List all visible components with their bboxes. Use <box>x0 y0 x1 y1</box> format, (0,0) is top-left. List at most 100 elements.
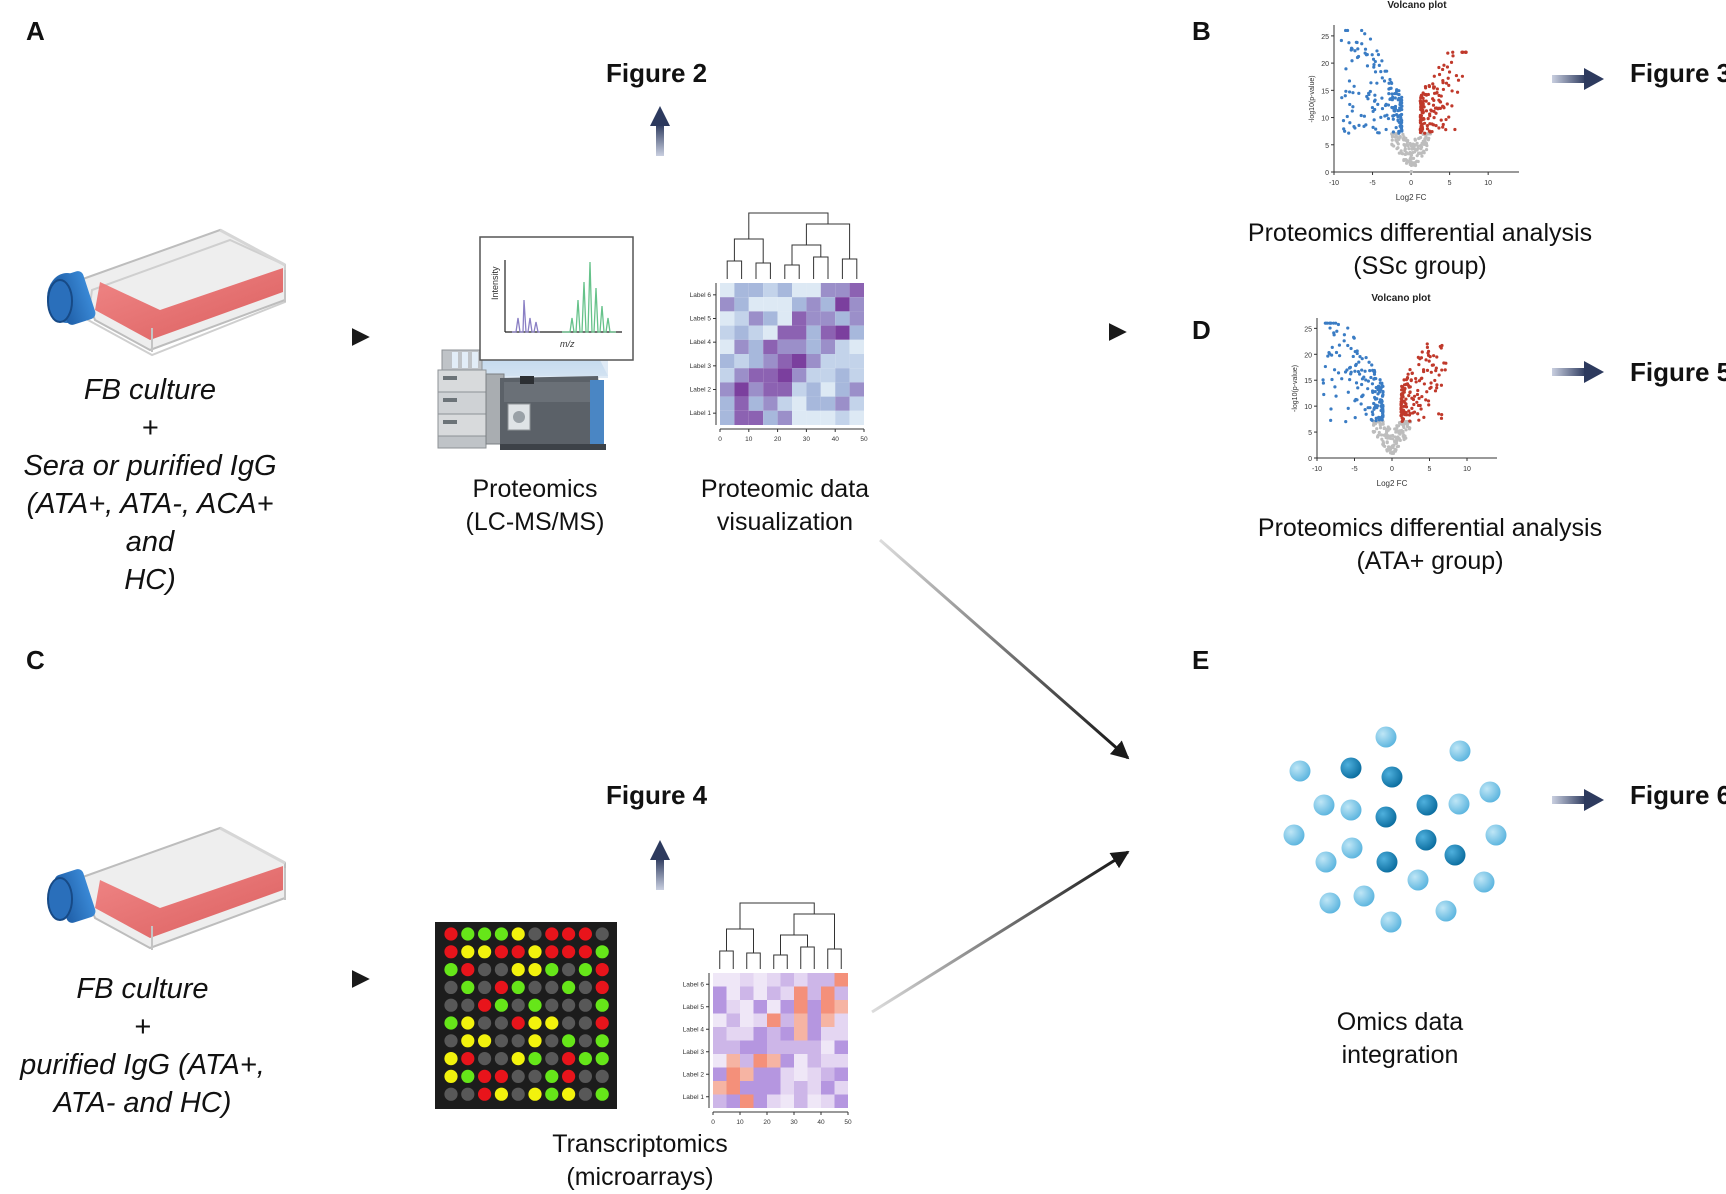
heatmap-cell <box>777 283 792 298</box>
volcano-point <box>1387 92 1391 96</box>
heatmap-cell <box>740 1000 754 1014</box>
volcano-point <box>1352 335 1356 339</box>
microarray-spot <box>461 980 475 995</box>
culture-c-line: purified IgG (ATA+, <box>20 1049 265 1081</box>
volcano-point <box>1379 401 1384 405</box>
volcano-point <box>1424 99 1428 103</box>
volcano-point <box>1330 345 1334 349</box>
volcano-point <box>1373 93 1377 97</box>
volcano-point <box>1390 96 1394 100</box>
volcano-point <box>1450 89 1454 93</box>
volcano-point <box>1407 393 1411 398</box>
microarray-spot <box>595 998 609 1012</box>
volcano-point <box>1454 73 1459 78</box>
heatmap-cell <box>821 1027 835 1041</box>
volcano-point <box>1346 326 1350 330</box>
volcano-point <box>1372 99 1377 103</box>
volcano-point <box>1360 368 1364 372</box>
volcano-point <box>1417 151 1421 155</box>
volcano-point <box>1381 384 1385 389</box>
heatmap-x-tick: 0 <box>711 1119 715 1126</box>
volcano-point <box>1408 142 1412 146</box>
heatmap-cell <box>835 410 850 425</box>
volcano-point <box>1380 76 1384 80</box>
volcano-point <box>1397 89 1401 93</box>
heatmap-row-label: Label 3 <box>690 363 712 370</box>
heatmap-cell <box>767 1040 781 1054</box>
heatmap-cell <box>780 1054 794 1068</box>
volcano-point <box>1348 365 1352 370</box>
volcano-point <box>1412 402 1416 407</box>
microarray-spot <box>461 1069 475 1083</box>
volcano-point <box>1370 363 1374 367</box>
volcano-point <box>1381 422 1385 426</box>
volcano-point <box>1424 109 1429 113</box>
volcano-point <box>1401 422 1405 426</box>
volcano-point <box>1427 84 1431 88</box>
volcano-point <box>1363 51 1367 55</box>
volcano-point <box>1424 398 1428 402</box>
heatmap-cell <box>806 297 821 312</box>
volcano-point <box>1403 149 1407 153</box>
culture-a-text: FB culture + Sera or purified IgG (ATA+,… <box>0 371 300 599</box>
heatmap-cell <box>820 325 836 340</box>
microarray-spot <box>461 963 475 977</box>
heatmap-cell <box>835 325 850 340</box>
volcano-point <box>1340 96 1344 100</box>
microarray-spot <box>444 963 458 977</box>
volcano-point <box>1332 368 1337 372</box>
volcano-point <box>1350 109 1354 113</box>
volcano-xtick: -5 <box>1369 180 1375 187</box>
volcano-point <box>1398 114 1403 118</box>
volcano-point <box>1399 125 1404 129</box>
volcano-point <box>1435 91 1439 95</box>
microarray-spot <box>595 927 609 941</box>
volcano-point <box>1409 156 1413 160</box>
volcano-point <box>1437 126 1441 130</box>
heatmap-cell <box>794 986 808 1000</box>
volcano-point <box>1419 377 1423 381</box>
heatmap-x-tick: 40 <box>817 1119 825 1126</box>
volcano-point <box>1417 136 1421 141</box>
arrow-transcriptomics-to-omics <box>871 850 1130 1014</box>
heatmap-cell <box>734 368 749 383</box>
heatmap-cell <box>767 986 781 1000</box>
volcano-point <box>1444 117 1448 122</box>
microarray-spot <box>595 980 609 995</box>
volcano-ylabel: -log10(p-value) <box>1309 75 1316 122</box>
volcano-point <box>1371 125 1375 129</box>
heatmap-cell <box>820 297 836 312</box>
heatmap-cell <box>748 368 764 383</box>
volcano-point <box>1328 321 1332 325</box>
heatmap-cell <box>807 1000 821 1014</box>
heatmap-cell <box>740 1081 754 1095</box>
heatmap-cell <box>835 354 850 369</box>
volcano-xtick: 10 <box>1463 466 1471 473</box>
microarray-spot <box>595 963 609 977</box>
volcano-point <box>1380 96 1384 100</box>
volcano-point <box>1342 333 1346 337</box>
volcano-point <box>1377 416 1381 420</box>
heatmap-cell <box>720 297 735 312</box>
volcano-point <box>1394 138 1398 142</box>
microarray-spot <box>595 1034 609 1048</box>
heatmap-cell <box>726 1081 740 1095</box>
volcano-point <box>1430 129 1434 134</box>
heatmap-cell <box>780 1000 794 1014</box>
microarray-spot <box>562 963 576 977</box>
volcano-point <box>1366 406 1370 410</box>
heatmap-row-label: Label 1 <box>683 1094 705 1101</box>
heatmap-cell <box>807 1040 821 1054</box>
volcano-point <box>1345 114 1349 119</box>
volcano-point <box>1416 159 1420 164</box>
caption-line: Proteomic data <box>700 475 870 503</box>
volcano-point <box>1356 47 1360 51</box>
volcano-point <box>1376 53 1381 57</box>
volcano-point <box>1372 406 1377 410</box>
heatmap-row-label: Label 6 <box>683 981 705 988</box>
heatmap-cell <box>726 1040 740 1054</box>
heatmap-cell <box>753 973 767 987</box>
heatmap-cell <box>777 410 792 425</box>
volcano-point <box>1372 430 1376 434</box>
figure-4-label: Figure 4 <box>606 780 708 810</box>
